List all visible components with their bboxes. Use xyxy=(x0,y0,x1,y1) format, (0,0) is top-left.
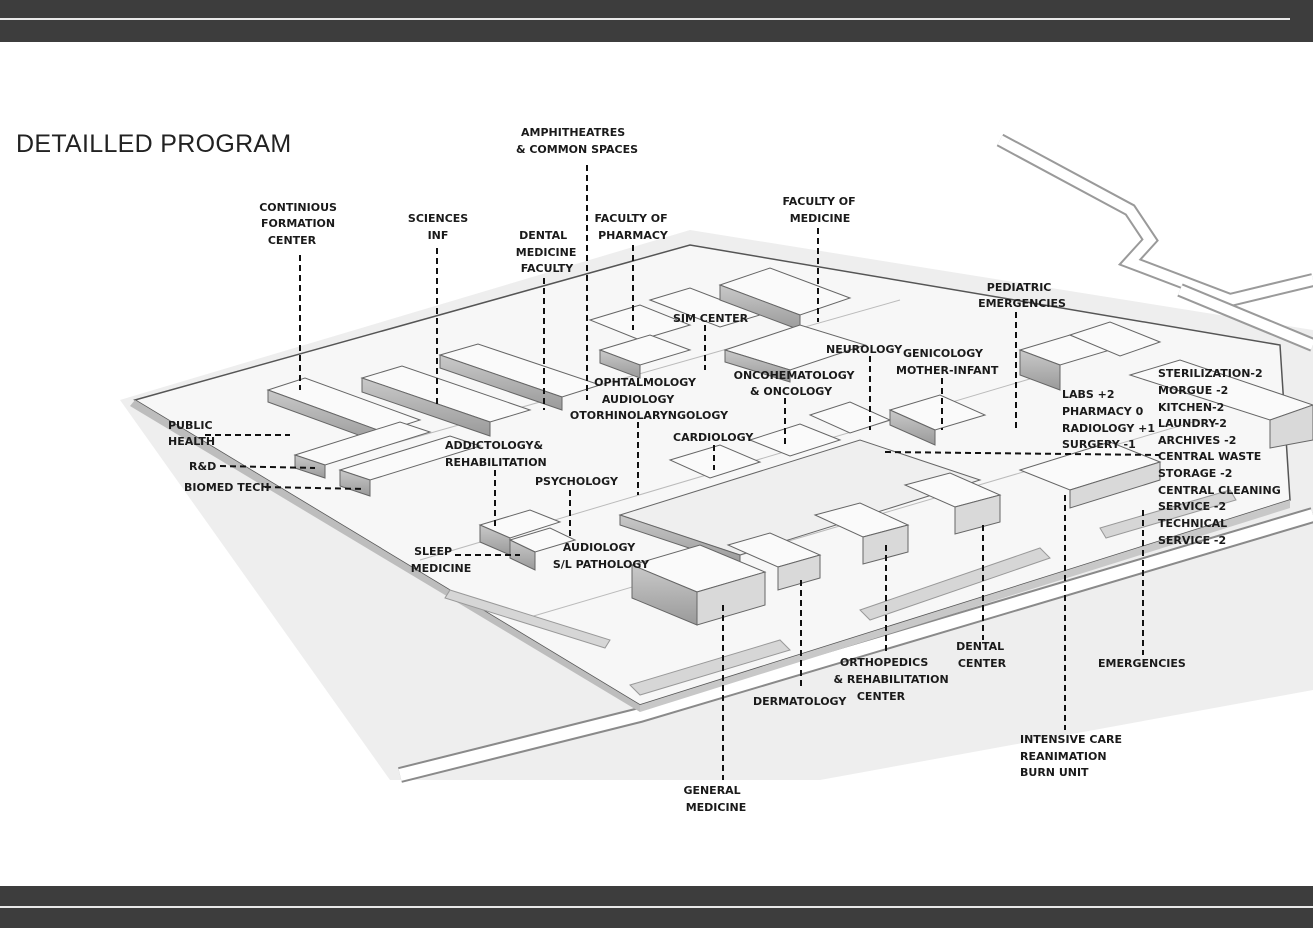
label-dermatology: DERMATOLOGY xyxy=(753,695,847,708)
program-labels: AMPHITHEATRES & COMMON SPACES CONTINIOUS… xyxy=(168,126,1285,814)
top-band xyxy=(0,0,1313,42)
label-dental-faculty: DENTAL MEDICINE FACULTY xyxy=(516,229,580,275)
label-biomed-tech: BIOMED TECH xyxy=(184,481,270,494)
label-pharmacy-faculty: FACULTY OF PHARMACY xyxy=(595,212,672,242)
page-title: DETAILLED PROGRAM xyxy=(16,130,292,158)
label-neurology: NEUROLOGY xyxy=(826,343,903,356)
label-ophtalmology: OPHTALMOLOGY AUDIOLOGY OTORHINOLARYNGOLO… xyxy=(570,376,729,422)
label-oncology: ONCOHEMATOLOGY & ONCOLOGY xyxy=(734,369,859,398)
label-cardiology: CARDIOLOGY xyxy=(673,431,754,444)
label-sim-center: SIM CENTER xyxy=(673,312,749,325)
label-audiology-sl: AUDIOLOGY S/L PATHOLOGY xyxy=(553,541,650,571)
label-sleep-medicine: SLEEP MEDICINE xyxy=(411,545,472,575)
leader-lines xyxy=(205,165,1161,780)
label-pediatric-emergencies: PEDIATRIC EMERGENCIES xyxy=(978,281,1066,310)
label-genicology: GENICOLOGY MOTHER-INFANT xyxy=(896,347,999,377)
label-labs: LABS +2 PHARMACY 0 RADIOLOGY +1 SURGERY … xyxy=(1062,388,1159,451)
campus-axonometric: AMPHITHEATRES & COMMON SPACES CONTINIOUS… xyxy=(120,126,1313,814)
label-rd: R&D xyxy=(189,460,216,473)
buildings xyxy=(266,267,1313,626)
label-sciences: SCIENCES INF xyxy=(408,212,472,242)
label-addictology: ADDICTOLOGY& REHABILITATION xyxy=(445,439,547,469)
label-orthopedics: ORTHOPEDICS & REHABILITATION CENTER xyxy=(833,656,952,703)
label-emergencies: EMERGENCIES xyxy=(1098,657,1186,670)
label-amphitheatres: AMPHITHEATRES & COMMON SPACES xyxy=(516,126,638,156)
label-medicine-faculty: FACULTY OF MEDICINE xyxy=(783,195,860,225)
label-continuous-formation: CONTINIOUS FORMATION CENTER xyxy=(259,201,341,247)
label-general-medicine: GENERAL MEDICINE xyxy=(683,784,746,814)
top-band-line xyxy=(0,18,1290,20)
label-dental-center: DENTAL CENTER xyxy=(956,640,1008,670)
bottom-band-line xyxy=(0,906,1313,908)
bottom-band xyxy=(0,886,1313,928)
label-services: STERILIZATION-2 MORGUE -2 KITCHEN-2 LAUN… xyxy=(1158,367,1285,547)
label-public-health: PUBLIC HEALTH xyxy=(168,419,216,448)
label-intensive-care: INTENSIVE CARE REANIMATION BURN UNIT xyxy=(1020,733,1126,779)
label-psychology: PSYCHOLOGY xyxy=(535,475,619,488)
